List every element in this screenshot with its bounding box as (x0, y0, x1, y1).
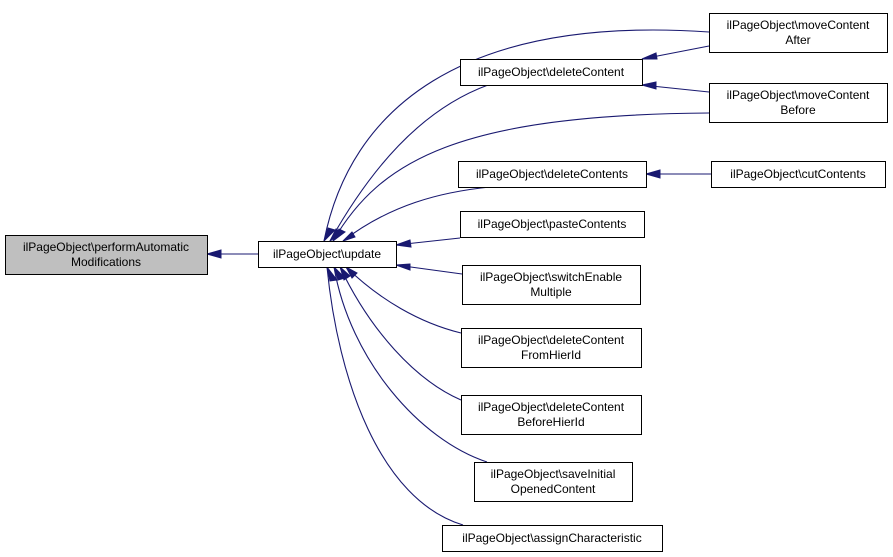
node-label: OpenedContent (511, 482, 596, 496)
edge-switch-enable-to-update (395, 263, 463, 275)
node-box (709, 13, 888, 53)
node-label: After (785, 33, 810, 47)
node-label: ilPageObject\pasteContents (478, 217, 627, 231)
node-paste-contents[interactable]: ilPageObject\pasteContents (460, 211, 645, 238)
node-label: ilPageObject\assignCharacteristic (462, 531, 641, 545)
edge-move-before-to-update (332, 112, 710, 242)
node-box (460, 59, 643, 86)
node-label: Before (780, 103, 816, 117)
node-delete-content[interactable]: ilPageObject\deleteContent (460, 59, 643, 86)
node-box (711, 161, 886, 188)
edge-line (342, 186, 491, 242)
node-label: FromHierId (521, 348, 581, 362)
node-label: ilPageObject\performAutomatic (23, 240, 189, 254)
edge-update-to-focus (205, 249, 258, 259)
edge-delete-contents-to-update (342, 186, 491, 242)
arrowhead (395, 263, 411, 271)
node-label: ilPageObject\switchEnable (480, 270, 622, 284)
node-label: ilPageObject\cutContents (730, 167, 865, 181)
node-box (460, 211, 645, 238)
node-label: ilPageObject\deleteContent (478, 400, 625, 414)
node-label: Multiple (530, 285, 572, 299)
arrowhead (333, 266, 346, 281)
node-box (709, 83, 888, 123)
node-label: ilPageObject\deleteContents (476, 167, 628, 181)
arrowhead (342, 231, 356, 242)
node-label: BeforeHierId (517, 415, 584, 429)
edge-from-hier-id-to-update (344, 265, 462, 334)
node-label: ilPageObject\moveContent (727, 18, 870, 32)
edge-save-initial-to-update (333, 266, 488, 463)
node-delete-contents[interactable]: ilPageObject\deleteContents (458, 161, 647, 188)
node-label: ilPageObject\saveInitial (491, 467, 616, 481)
arrowhead (326, 266, 338, 282)
node-box (461, 328, 642, 368)
edge-paste-contents-to-update (395, 237, 461, 248)
nodes: ilPageObject\performAutomaticModificatio… (5, 13, 888, 552)
node-update[interactable]: ilPageObject\update (258, 241, 397, 268)
edges (205, 29, 711, 526)
edge-line (339, 266, 462, 401)
edge-cut-contents-to-delete-contents (644, 169, 711, 179)
node-box (458, 161, 647, 188)
edge-line (329, 84, 489, 242)
edge-line (326, 266, 464, 526)
edge-line (333, 266, 488, 463)
node-perform-automatic-modifications: ilPageObject\performAutomaticModificatio… (5, 235, 208, 275)
node-box (461, 395, 642, 435)
node-label: Modifications (71, 255, 141, 269)
arrowhead (641, 81, 657, 90)
node-label: ilPageObject\deleteContent (478, 65, 625, 79)
edge-line (345, 266, 462, 334)
node-cut-contents[interactable]: ilPageObject\cutContents (711, 161, 886, 188)
edge-before-hier-id-to-update (338, 265, 462, 401)
node-box (5, 235, 208, 275)
edge-move-before-to-delete-content (641, 81, 710, 93)
edge-move-after-to-delete-content (641, 45, 710, 60)
arrowhead (323, 227, 336, 242)
arrowhead (338, 265, 351, 281)
node-box (474, 462, 633, 502)
node-box (258, 241, 397, 268)
node-assign-characteristic[interactable]: ilPageObject\assignCharacteristic (442, 525, 663, 552)
edge-line (323, 29, 710, 242)
node-label: ilPageObject\deleteContent (478, 333, 625, 347)
arrowhead (395, 239, 412, 248)
edge-assign-characteristic-to-update (326, 266, 464, 526)
node-box (442, 525, 663, 552)
arrowhead (205, 249, 222, 259)
arrowhead (344, 265, 358, 279)
node-box (462, 265, 641, 305)
edge-move-after-to-update (323, 29, 710, 242)
edge-line (332, 112, 710, 242)
node-label: ilPageObject\moveContent (727, 88, 870, 102)
arrowhead (641, 52, 658, 60)
arrowhead (644, 169, 661, 179)
arrowhead (332, 228, 346, 242)
node-label: ilPageObject\update (273, 247, 381, 261)
